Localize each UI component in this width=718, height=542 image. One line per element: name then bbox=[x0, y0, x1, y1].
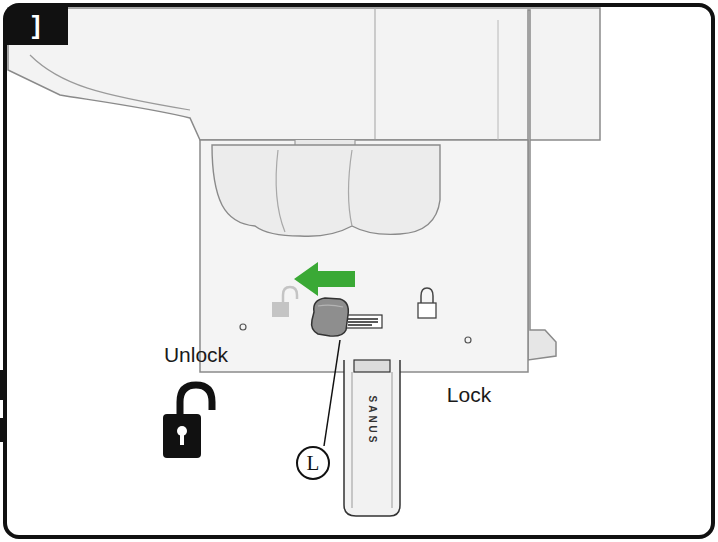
lock-lever bbox=[312, 298, 349, 336]
handle-pad bbox=[212, 145, 440, 236]
upper-housing bbox=[8, 8, 600, 140]
direction-arrow bbox=[294, 262, 355, 296]
mount-plate bbox=[200, 140, 528, 372]
unlock-icon bbox=[163, 414, 201, 458]
step-tab bbox=[5, 5, 68, 45]
step-number: ] bbox=[32, 10, 41, 41]
keyhole bbox=[180, 431, 184, 445]
housing-seam bbox=[374, 8, 375, 140]
flange bbox=[528, 10, 556, 360]
screw-hole bbox=[240, 324, 246, 330]
callout-circle: L bbox=[296, 446, 330, 480]
strap bbox=[344, 360, 400, 516]
lock-symbol bbox=[421, 288, 433, 303]
lock-symbol bbox=[418, 303, 436, 318]
pad-seam bbox=[349, 150, 353, 226]
unlock-symbol bbox=[283, 287, 297, 302]
strap-edge bbox=[392, 372, 393, 508]
unlock-icon bbox=[180, 385, 212, 415]
strap-slot bbox=[354, 360, 390, 372]
unlock-symbol bbox=[272, 302, 289, 317]
brand-mark: SANUS bbox=[366, 395, 377, 445]
state-label: Unlock bbox=[164, 343, 228, 367]
screw-hole bbox=[465, 337, 471, 343]
pad-seam bbox=[276, 150, 285, 232]
callout-letter: L bbox=[307, 453, 320, 474]
housing-edge bbox=[30, 55, 190, 110]
state-label: Lock bbox=[447, 383, 491, 407]
plate-edge bbox=[498, 20, 499, 140]
lever-highlight bbox=[318, 305, 343, 307]
frame bbox=[5, 5, 713, 537]
leader-line bbox=[324, 340, 340, 446]
strap-edge bbox=[352, 372, 353, 508]
